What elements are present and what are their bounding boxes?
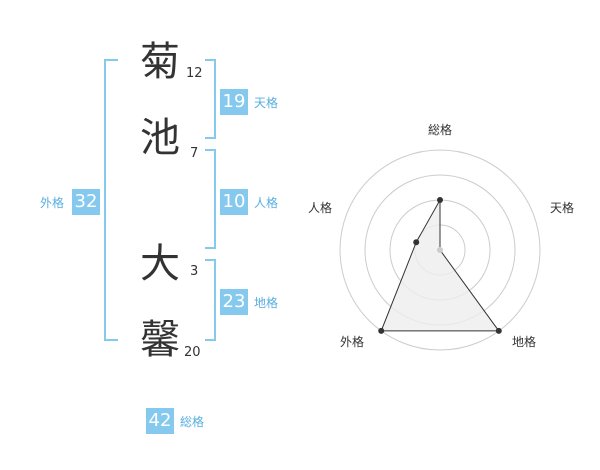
radar-point-2 (495, 327, 502, 334)
name-char-1: 菊 (140, 39, 180, 85)
tenkaku-badge: 19 (220, 89, 248, 115)
name-char-2: 池 (140, 115, 180, 161)
radar-point-4 (413, 239, 420, 246)
radar-ring-4 (339, 149, 541, 351)
radar-point-3 (378, 327, 385, 334)
tenkaku-label: 天格 (254, 96, 279, 110)
radar-point-1 (437, 247, 443, 253)
stroke-count-1: 12 (186, 66, 203, 81)
tenkaku-bracket (205, 59, 216, 139)
radar-point-0 (437, 197, 443, 203)
soukaku-label: 総格 (180, 415, 205, 429)
soukaku-badge: 42 (146, 408, 174, 434)
name-char-4: 馨 (140, 317, 180, 363)
gaikaku-label: 外格 (40, 196, 65, 210)
radar-axis-label-jinkaku: 人格 (308, 201, 333, 215)
radar-axis-label-gaikaku: 外格 (340, 335, 365, 349)
stroke-count-3: 3 (190, 264, 199, 279)
radar-axis-label-tenkaku: 天格 (550, 201, 575, 215)
chikaku-bracket (205, 259, 216, 341)
jinkaku-label: 人格 (254, 196, 279, 210)
stroke-count-4: 20 (184, 345, 201, 360)
jinkaku-bracket (205, 149, 216, 249)
radar-axis-label-chikaku: 地格 (512, 335, 537, 349)
stroke-count-2: 7 (190, 146, 199, 161)
jinkaku-badge: 10 (220, 189, 248, 215)
gaikaku-badge: 32 (72, 189, 100, 215)
gaikaku-bracket (104, 59, 118, 341)
radar-polygon (380, 198, 500, 332)
radar-axis-label-soukaku: 総格 (428, 123, 453, 137)
chikaku-label: 地格 (254, 296, 279, 310)
chikaku-badge: 23 (220, 289, 248, 315)
name-char-3: 大 (140, 241, 180, 287)
